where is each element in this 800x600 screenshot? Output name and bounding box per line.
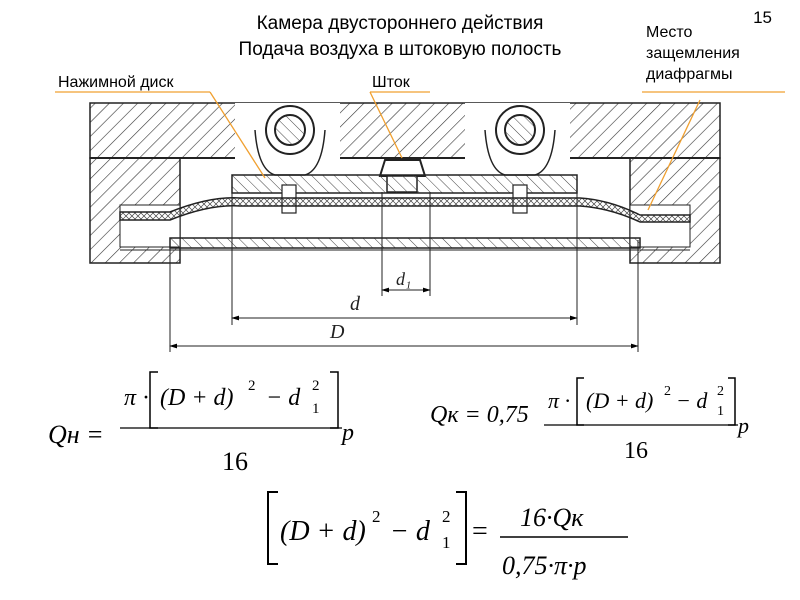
formula-r-numerator: 16·Qк: [520, 503, 584, 532]
label-pressure-disk: Нажимной диск: [58, 74, 174, 91]
dimension-d1: d₁: [396, 269, 411, 289]
formula-qn-sup2: 2: [248, 378, 256, 394]
formula-r-equals: =: [472, 516, 488, 547]
lower-plate: [120, 237, 690, 251]
formula-qk-sup2b: 2: [717, 384, 724, 399]
label-clamp-line2: защемления: [646, 45, 740, 62]
formula-qn-denominator: 16: [222, 447, 248, 476]
formula-qk-pi: π: [548, 388, 560, 413]
formula-r-sup2: 2: [372, 507, 381, 526]
label-rod: Шток: [372, 74, 410, 91]
label-clamp-line3: диафрагмы: [646, 66, 733, 83]
formula-qk-denominator: 16: [624, 438, 648, 464]
formula-qn-sub1: 1: [312, 401, 320, 417]
formula-r-bracket-content: (D + d): [280, 516, 366, 547]
formula-qk-bracket-content: (D + d): [586, 388, 653, 413]
formula-qn-minus-d: − d: [266, 385, 301, 411]
label-leaders: [55, 91, 785, 211]
screw-right: [484, 105, 556, 176]
formula-qk-sub1: 1: [717, 404, 724, 419]
pressure-disk: [231, 174, 578, 214]
formula-qn-sup2b: 2: [312, 378, 320, 394]
diaphragm: [119, 197, 691, 223]
formula-qk: Qк = 0,75 π · (D + d) 2 − d 1 2 p 16: [430, 377, 749, 464]
formula-qk-lhs: Qк = 0,75: [430, 402, 529, 428]
side-housing-left: [89, 157, 181, 264]
slide-subtitle: Подача воздуха в штоковую полость: [238, 39, 562, 60]
formula-qk-dot: ·: [564, 388, 571, 413]
formula-r-sup2b: 2: [442, 507, 451, 526]
dimension-lines: d₁ d D: [169, 192, 639, 352]
side-housing-right: [629, 157, 721, 264]
formula-qn-dot: ·: [142, 385, 150, 411]
slide-number: 15: [753, 8, 772, 27]
formula-r-denominator: 0,75·π·p: [502, 551, 587, 580]
formula-rearranged: (D + d) 2 − d 1 2 = 16·Qк 0,75·π·p: [267, 491, 628, 580]
formula-qn-pi: π: [124, 385, 137, 411]
formula-qn: Qн = π · (D + d) 2 − d 1 2 p 16: [48, 371, 354, 476]
label-clamp-line1: Место: [646, 24, 693, 41]
screw-left: [254, 105, 326, 176]
formula-qk-p: p: [736, 413, 749, 438]
formula-qk-minus-d: − d: [676, 388, 708, 413]
label-diaphragm-clamp: Место защемления диафрагмы: [646, 22, 776, 85]
formula-r-sub1: 1: [442, 533, 451, 552]
slide-title: Камера двустороннего действия: [256, 13, 544, 34]
formula-qn-lhs: Qн =: [48, 420, 104, 449]
dimension-D: D: [329, 321, 345, 343]
formula-qk-sup2: 2: [664, 384, 671, 399]
formula-r-minus-d: − d: [390, 516, 431, 547]
formula-qn-bracket-content: (D + d): [160, 385, 234, 411]
dimension-d: d: [350, 293, 361, 315]
formula-qn-p: p: [340, 420, 354, 446]
